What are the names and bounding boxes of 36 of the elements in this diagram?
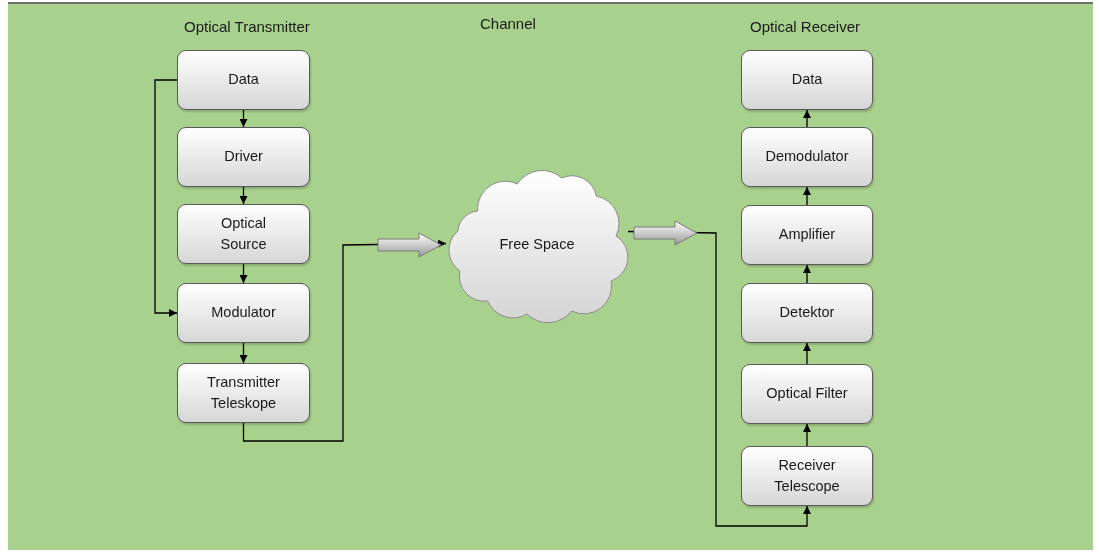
arrow xyxy=(803,423,811,447)
box-label: Data xyxy=(791,70,823,90)
arrow xyxy=(239,342,248,364)
box-label: Amplifier xyxy=(778,225,836,245)
process-box xyxy=(741,127,873,187)
process-box xyxy=(177,204,310,264)
box-label: Data xyxy=(228,70,259,90)
process-box xyxy=(741,283,873,343)
process-box xyxy=(741,446,873,506)
arrow xyxy=(803,264,811,284)
arrow xyxy=(239,109,248,128)
cloud-label: Free Space xyxy=(499,235,575,252)
process-box xyxy=(177,363,310,423)
box-label: Optical Source xyxy=(219,214,268,254)
section-heading: Channel xyxy=(480,15,536,32)
box-label: Driver xyxy=(224,147,263,167)
box-label: Transmitter Teleskope xyxy=(206,373,281,413)
arrow xyxy=(803,186,811,206)
arrow xyxy=(154,79,178,317)
process-box xyxy=(177,283,310,343)
arrow xyxy=(803,109,811,128)
arrow xyxy=(239,263,248,284)
box-label: Optical Filter xyxy=(766,384,848,404)
box-label: Detektor xyxy=(779,303,835,323)
process-box xyxy=(177,50,310,110)
process-box xyxy=(741,364,873,424)
arrow xyxy=(239,186,248,205)
process-box xyxy=(741,205,873,265)
box-label: Receiver Telescope xyxy=(773,456,841,496)
section-heading: Optical Transmitter xyxy=(184,18,310,35)
process-box xyxy=(741,50,873,110)
box-label: Modulator xyxy=(211,303,276,323)
arrow xyxy=(803,342,811,365)
process-box xyxy=(177,127,310,187)
box-label: Demodulator xyxy=(765,147,849,167)
section-heading: Optical Receiver xyxy=(750,18,861,35)
